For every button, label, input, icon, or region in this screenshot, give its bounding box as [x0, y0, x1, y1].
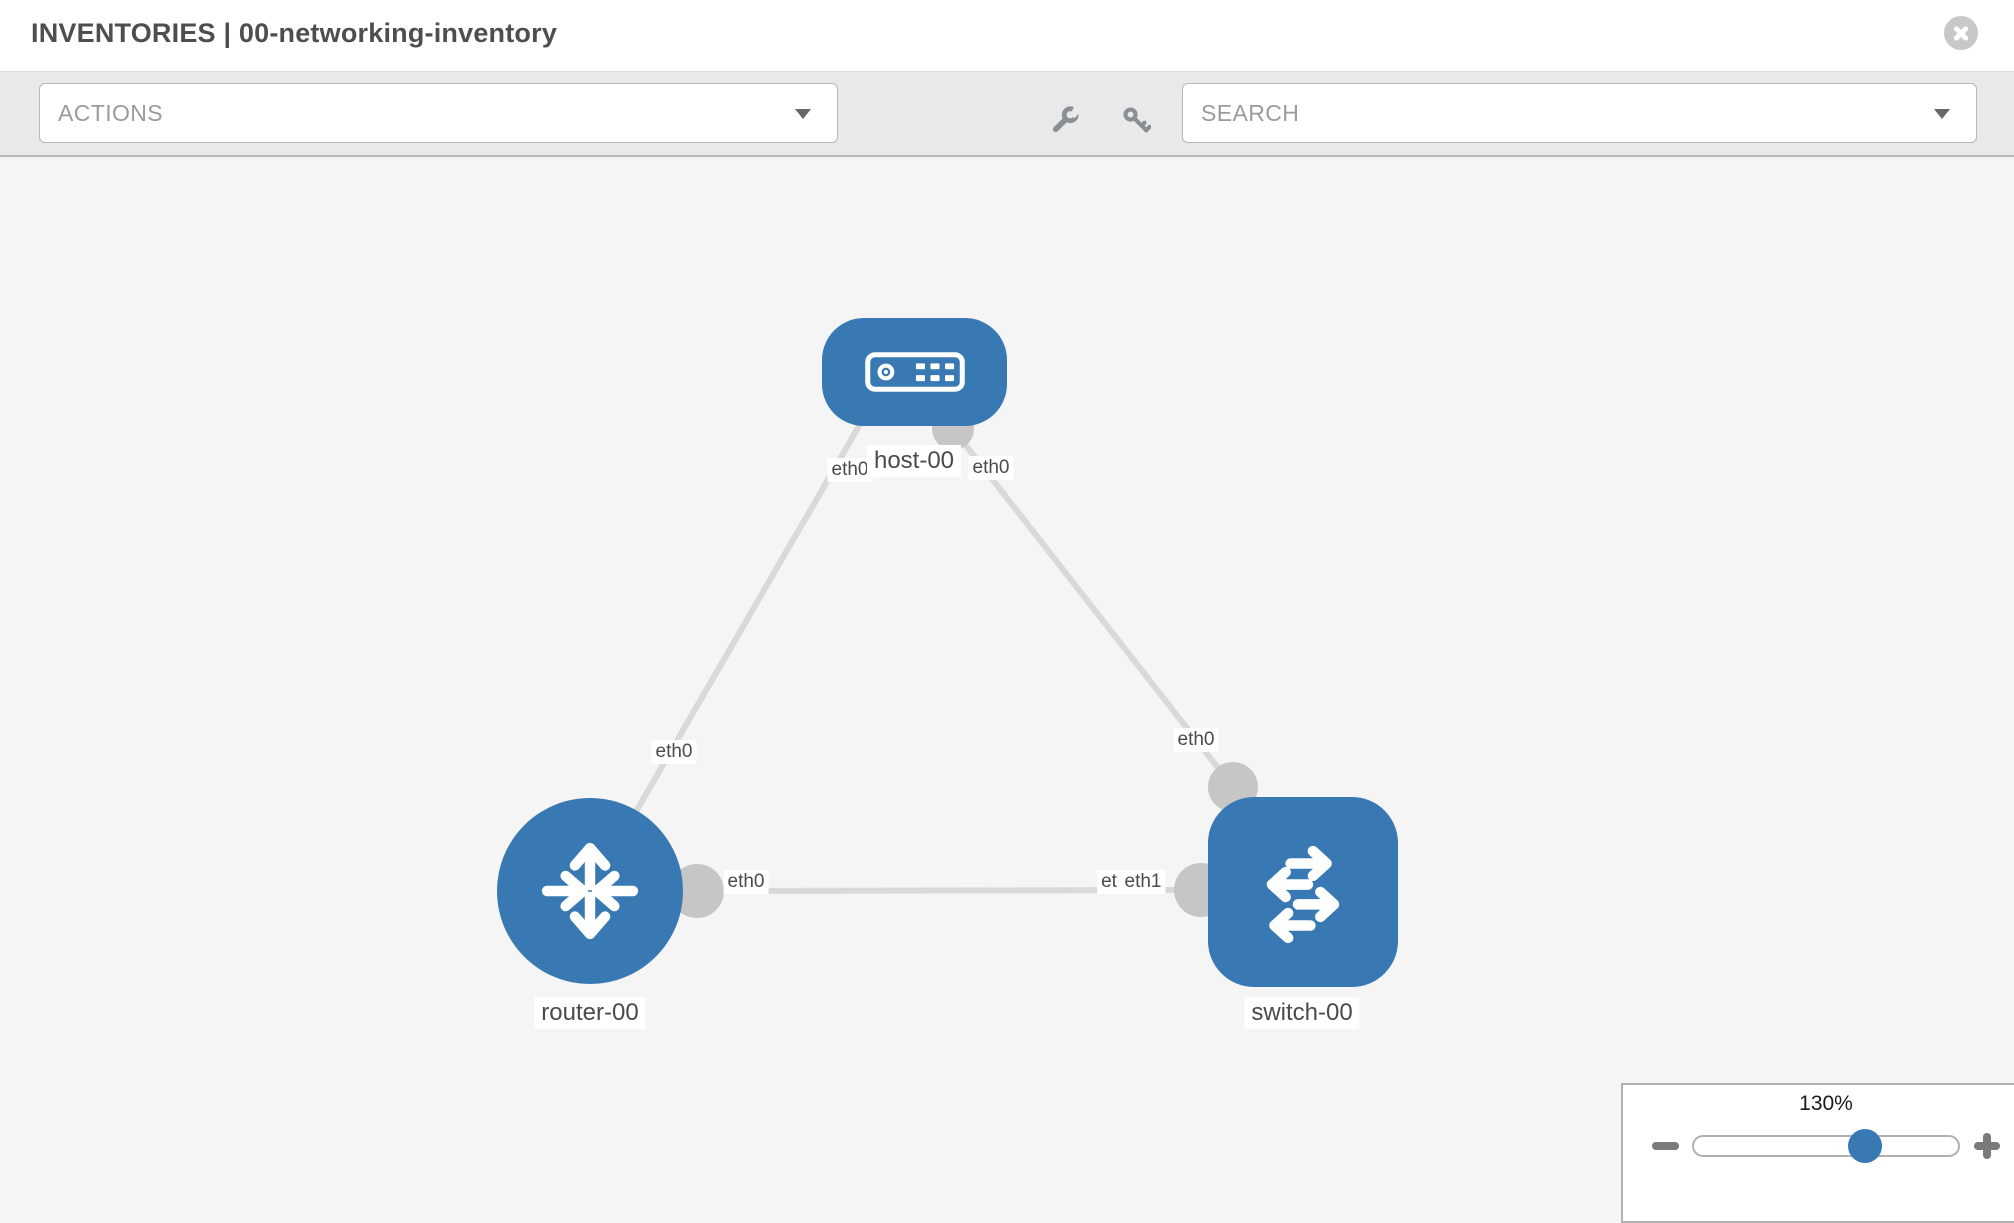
- close-button[interactable]: [1944, 16, 1978, 50]
- key-icon[interactable]: [1121, 105, 1151, 135]
- switch-icon: [1266, 845, 1340, 944]
- iface-label-router-to-switch: eth0: [723, 870, 769, 894]
- node-host-00[interactable]: [822, 318, 1007, 426]
- zoom-slider-track[interactable]: [1692, 1135, 1960, 1157]
- iface-label-host-to-router: eth0: [827, 458, 873, 482]
- links-layer: [587, 405, 1258, 918]
- chevron-down-icon: [1934, 109, 1950, 119]
- search-dropdown-label: SEARCH: [1201, 100, 1300, 126]
- close-icon: [1944, 16, 1978, 50]
- actions-dropdown-label: ACTIONS: [58, 100, 164, 126]
- wrench-icon[interactable]: [1050, 105, 1080, 135]
- iface-label-switch-to-router-clipped: et: [1097, 870, 1121, 894]
- zoom-out-button[interactable]: [1652, 1142, 1679, 1150]
- title-bar: INVENTORIES | 00-networking-inventory: [0, 0, 2014, 72]
- actions-dropdown[interactable]: ACTIONS: [39, 83, 838, 143]
- node-label-router: router-00: [534, 997, 646, 1029]
- zoom-in-button[interactable]: [1974, 1133, 2000, 1159]
- node-label-host: host-00: [866, 445, 962, 477]
- zoom-percentage: 130%: [1799, 1092, 1853, 1115]
- page-title: INVENTORIES | 00-networking-inventory: [31, 18, 558, 48]
- node-label-switch: switch-00: [1244, 997, 1360, 1029]
- node-switch-00[interactable]: [1208, 797, 1398, 987]
- node-router-00[interactable]: [497, 798, 683, 984]
- search-dropdown[interactable]: SEARCH: [1182, 83, 1977, 143]
- iface-label-switch-to-router: eth1: [1120, 870, 1166, 894]
- host-icon: [864, 352, 965, 392]
- topology-canvas[interactable]: host-00 router-00 switch-00 eth0 eth0 et…: [0, 157, 2014, 1200]
- port-router-eth0[interactable]: [670, 864, 724, 918]
- iface-label-switch-to-host: eth0: [1173, 728, 1219, 752]
- chevron-down-icon: [795, 109, 811, 119]
- iface-label-host-to-switch: eth0: [968, 456, 1014, 480]
- zoom-control-panel: 130%: [1621, 1083, 2014, 1223]
- iface-label-router-to-host: eth0: [651, 740, 697, 764]
- zoom-slider-thumb[interactable]: [1848, 1129, 1882, 1163]
- toolbar: ACTIONS SEARCH: [0, 72, 2014, 157]
- router-icon: [541, 842, 639, 940]
- link-host-switch[interactable]: [950, 427, 1236, 789]
